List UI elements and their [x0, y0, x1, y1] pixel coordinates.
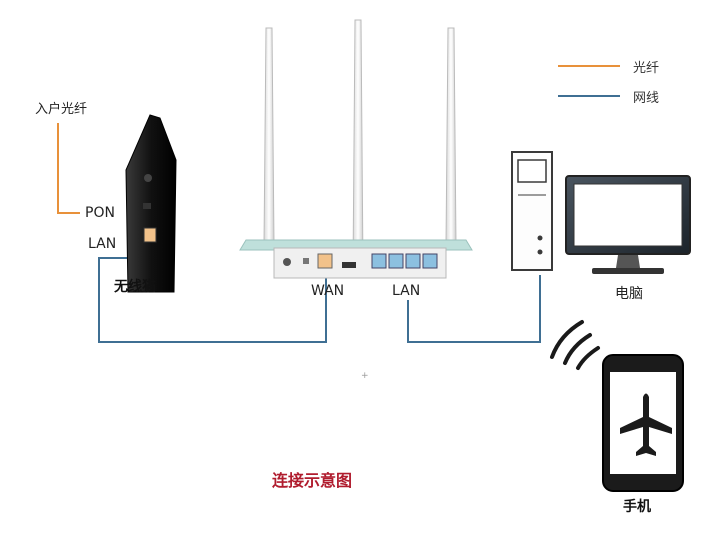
svg-text:+: + — [361, 371, 369, 381]
legend-fiber-label: 光纤 — [633, 61, 660, 76]
pc-monitor — [565, 175, 691, 274]
computer-label: 电脑 — [615, 286, 643, 302]
fiber-in-label: 入户光纤 — [35, 102, 88, 117]
wireless-router — [239, 19, 473, 279]
modem-lan-port-label: LAN — [88, 236, 117, 252]
fiber-line — [57, 123, 80, 214]
router-wan-port-label: WAN — [311, 283, 345, 299]
diagram-caption: 连接示意图 — [272, 471, 353, 490]
wifi-signal-icon — [550, 320, 600, 370]
pon-port-label: PON — [85, 205, 115, 221]
smartphone — [602, 354, 684, 492]
optical-modem — [125, 114, 177, 293]
pc-tower — [511, 151, 553, 271]
modem-device-label: 无线猫 — [114, 279, 156, 295]
cable-router-lan-to-computer — [407, 275, 541, 343]
phone-label: 手机 — [623, 499, 651, 515]
airplane-icon — [620, 393, 672, 456]
router-lan-port-label: LAN — [392, 283, 421, 299]
legend-cable-label: 网线 — [633, 91, 660, 106]
